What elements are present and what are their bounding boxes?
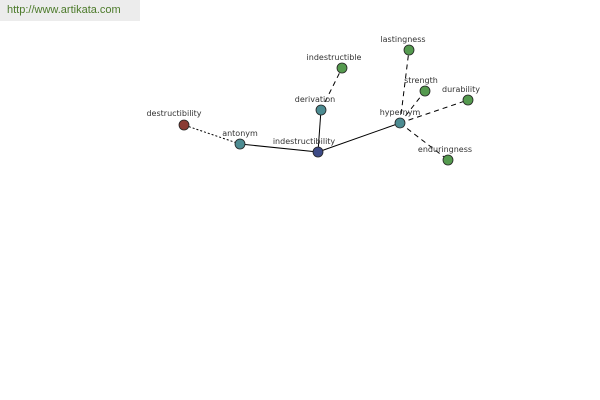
edges-layer [183,49,469,161]
node-label-indestructible: indestructible [307,53,362,62]
node-derivation[interactable] [315,104,327,116]
node-label-indestructibility: indestructibility [273,137,336,146]
node-label-destructibility: destructibility [146,109,201,118]
site-label-background [0,0,140,21]
node-indestructibility[interactable] [312,146,324,158]
nodes-layer [178,44,474,166]
node-label-strength: strength [404,76,438,85]
edge-derivation-indestructible [320,67,343,111]
edge-hypernym-lastingness [399,49,410,124]
node-indestructible[interactable] [336,62,348,74]
edge-indestructibility-hypernym [317,122,401,153]
edge-hypernym-enduringness [399,122,449,161]
node-label-lastingness: lastingness [380,35,425,44]
node-durability[interactable] [462,94,474,106]
node-antonym[interactable] [234,138,246,150]
edge-hypernym-strength [399,90,426,124]
site-url-link[interactable]: http://www.artikata.com [7,4,121,16]
node-label-derivation: derivation [295,95,335,104]
node-label-hypernym: hypernym [380,108,421,117]
node-strength[interactable] [419,85,431,97]
node-label-antonym: antonym [222,129,258,138]
node-enduringness[interactable] [442,154,454,166]
labels-layer: indestructibility antonym destructibility d… [146,35,480,154]
node-hypernym[interactable] [394,117,406,129]
node-label-enduringness: enduringness [418,145,472,154]
node-lastingness[interactable] [403,44,415,56]
edge-antonym-destructibility [183,124,241,145]
edge-indestructibility-derivation [317,109,322,153]
edge-hypernym-durability [399,99,469,124]
node-destructibility[interactable] [178,119,190,131]
edge-indestructibility-antonym [239,143,319,153]
node-label-durability: durability [442,85,480,94]
